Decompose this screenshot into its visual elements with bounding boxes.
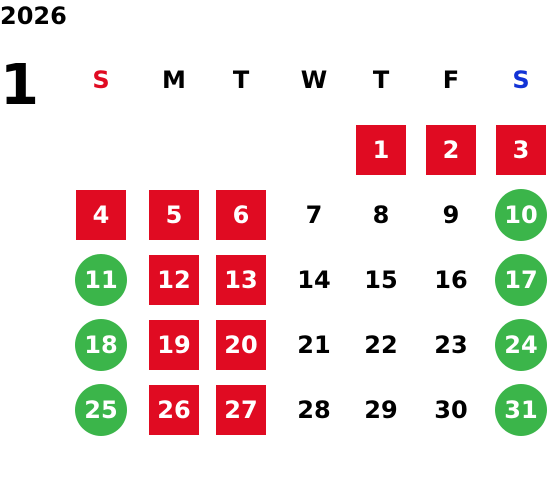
calendar-day-28[interactable]: 28 bbox=[297, 396, 331, 424]
calendar-day-4[interactable]: 4 bbox=[76, 190, 126, 240]
calendar-day-25[interactable]: 25 bbox=[75, 384, 127, 436]
calendar-day-5[interactable]: 5 bbox=[149, 190, 199, 240]
calendar-day-3[interactable]: 3 bbox=[496, 125, 546, 175]
year-label: 2026 bbox=[0, 2, 67, 30]
calendar-day-8[interactable]: 8 bbox=[372, 201, 390, 229]
calendar-day-6[interactable]: 6 bbox=[216, 190, 266, 240]
calendar-day-13[interactable]: 13 bbox=[216, 255, 266, 305]
weekday-label: T bbox=[372, 66, 390, 94]
calendar-day-26[interactable]: 26 bbox=[149, 385, 199, 435]
calendar-day-15[interactable]: 15 bbox=[364, 266, 398, 294]
calendar-day-11[interactable]: 11 bbox=[75, 254, 127, 306]
calendar-day-10[interactable]: 10 bbox=[495, 189, 547, 241]
calendar-day-16[interactable]: 16 bbox=[434, 266, 468, 294]
weekday-label: S bbox=[92, 66, 110, 94]
calendar-day-14[interactable]: 14 bbox=[297, 266, 331, 294]
month-label: 1 bbox=[0, 53, 39, 118]
calendar-day-1[interactable]: 1 bbox=[356, 125, 406, 175]
weekday-label: M bbox=[162, 66, 186, 94]
calendar-day-9[interactable]: 9 bbox=[442, 201, 460, 229]
calendar-day-12[interactable]: 12 bbox=[149, 255, 199, 305]
calendar-day-20[interactable]: 20 bbox=[216, 320, 266, 370]
calendar-day-24[interactable]: 24 bbox=[495, 319, 547, 371]
calendar-day-19[interactable]: 19 bbox=[149, 320, 199, 370]
calendar-day-31[interactable]: 31 bbox=[495, 384, 547, 436]
weekday-label: T bbox=[232, 66, 250, 94]
calendar-day-2[interactable]: 2 bbox=[426, 125, 476, 175]
calendar-day-17[interactable]: 17 bbox=[495, 254, 547, 306]
calendar-day-7[interactable]: 7 bbox=[305, 201, 323, 229]
calendar-day-23[interactable]: 23 bbox=[434, 331, 468, 359]
weekday-label: F bbox=[442, 66, 460, 94]
weekday-label: W bbox=[300, 66, 328, 94]
weekday-label: S bbox=[512, 66, 530, 94]
calendar-day-27[interactable]: 27 bbox=[216, 385, 266, 435]
calendar-day-30[interactable]: 30 bbox=[434, 396, 468, 424]
calendar-day-29[interactable]: 29 bbox=[364, 396, 398, 424]
calendar-day-22[interactable]: 22 bbox=[364, 331, 398, 359]
calendar-day-21[interactable]: 21 bbox=[297, 331, 331, 359]
calendar-day-18[interactable]: 18 bbox=[75, 319, 127, 371]
